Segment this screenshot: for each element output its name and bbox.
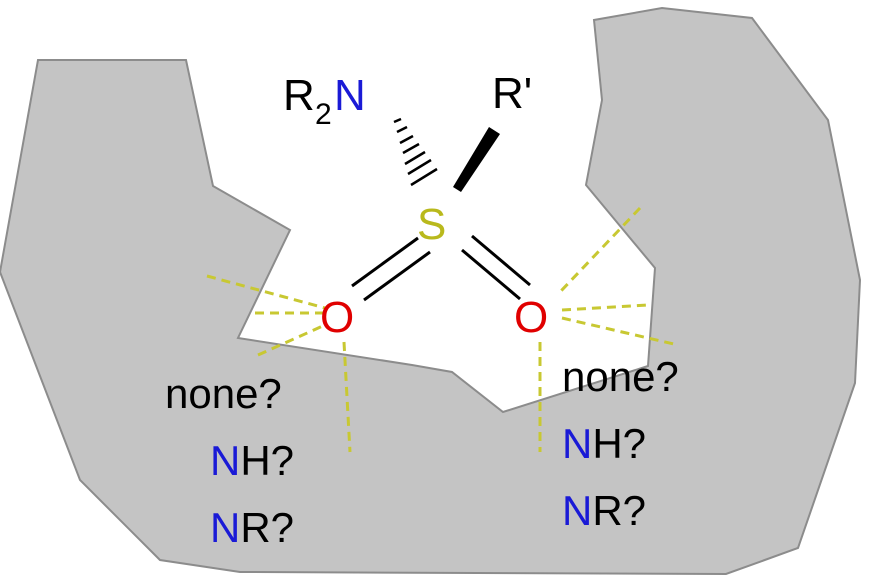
hbond-lines-left — [206, 274, 352, 453]
hbond-line — [342, 341, 352, 453]
amine-substituent-label: R — [283, 71, 315, 120]
sulfur-atom: S — [417, 200, 446, 249]
nitrogen-label: N — [210, 504, 240, 551]
r-prime-label: R' — [492, 69, 532, 118]
binding-pocket-shape — [0, 6, 862, 576]
double-bond-line — [471, 234, 531, 287]
left-option-nh: NH? — [210, 437, 294, 484]
nh-suffix: H? — [240, 437, 294, 484]
right-option-nh: NH? — [562, 420, 646, 467]
amine-nitrogen-atom: N — [334, 71, 366, 120]
double-bond-line — [461, 248, 521, 301]
left-option-none: none? — [165, 370, 282, 417]
nitrogen-label: N — [210, 437, 240, 484]
hbond-line — [257, 323, 326, 357]
hbond-lines-right — [538, 206, 679, 452]
right-option-nr: NR? — [562, 487, 646, 534]
left-oxygen-atom: O — [320, 293, 354, 342]
double-bond-line — [351, 236, 419, 288]
hbond-line — [558, 206, 642, 294]
hbond-line — [206, 274, 326, 310]
nh-suffix: H? — [592, 420, 646, 467]
hashed-wedge-bond — [393, 117, 438, 187]
solid-wedge-bond — [453, 127, 500, 192]
right-oxygen-atom: O — [514, 293, 548, 342]
amine-subscript-label: 2 — [315, 98, 332, 131]
nitrogen-label: N — [562, 420, 592, 467]
nitrogen-label: N — [562, 487, 592, 534]
right-option-none: none? — [562, 353, 679, 400]
hbond-line — [561, 316, 679, 347]
nr-suffix: R? — [592, 487, 646, 534]
nr-suffix: R? — [240, 504, 294, 551]
double-bond-line — [363, 250, 431, 302]
sulfonyl-double-bonds — [351, 234, 531, 302]
hbond-line — [561, 303, 649, 312]
left-option-nr: NR? — [210, 504, 294, 551]
